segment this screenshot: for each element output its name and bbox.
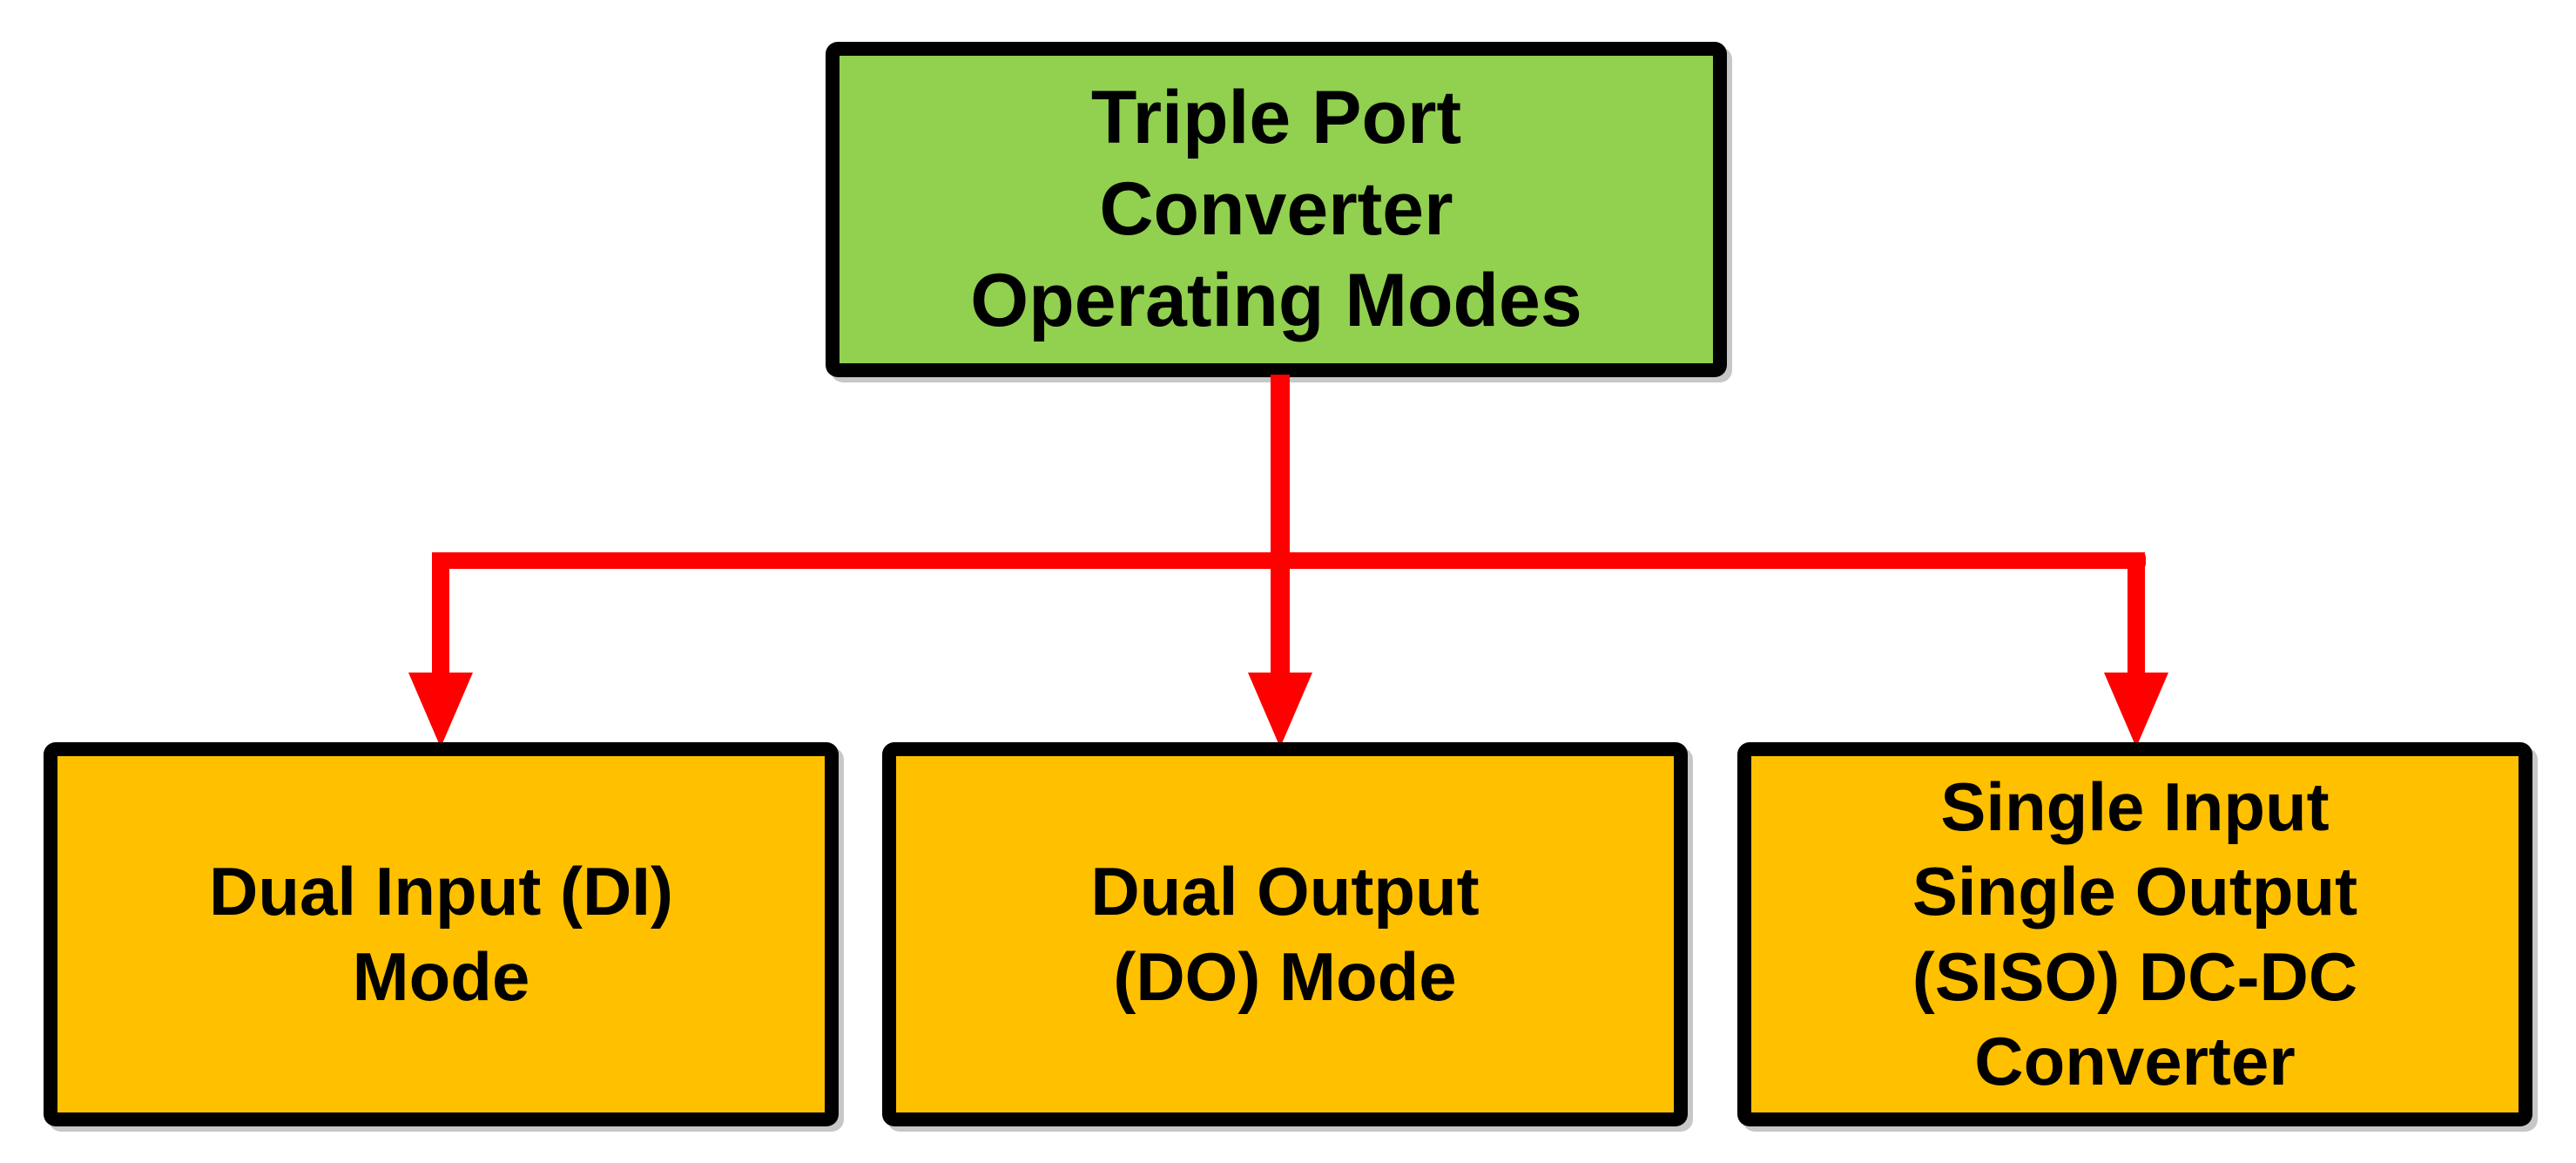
connector-drop-right (2128, 552, 2145, 683)
node-label: Dual Input (DI) Mode (209, 853, 673, 1015)
node-triple-port-converter-operating-modes: Triple Port Converter Operating Modes (826, 42, 1727, 377)
node-siso-dc-dc-converter: Single Input Single Output (SISO) DC-DC … (1737, 742, 2532, 1126)
node-dual-input-mode: Dual Input (DI) Mode (44, 742, 839, 1126)
node-dual-output-mode: Dual Output (DO) Mode (882, 742, 1688, 1126)
node-label: Triple Port Converter Operating Modes (970, 76, 1582, 342)
node-label: Dual Output (DO) Mode (1090, 853, 1480, 1015)
connector-stem-center (1271, 375, 1290, 682)
arrowhead-down-right-icon (2104, 673, 2168, 747)
node-label: Single Input Single Output (SISO) DC-DC … (1912, 767, 2358, 1100)
arrowhead-down-center-icon (1248, 673, 1312, 747)
connector-horizontal-bar (432, 552, 2146, 569)
arrowhead-down-left-icon (408, 673, 473, 747)
connector-drop-left (432, 552, 449, 683)
